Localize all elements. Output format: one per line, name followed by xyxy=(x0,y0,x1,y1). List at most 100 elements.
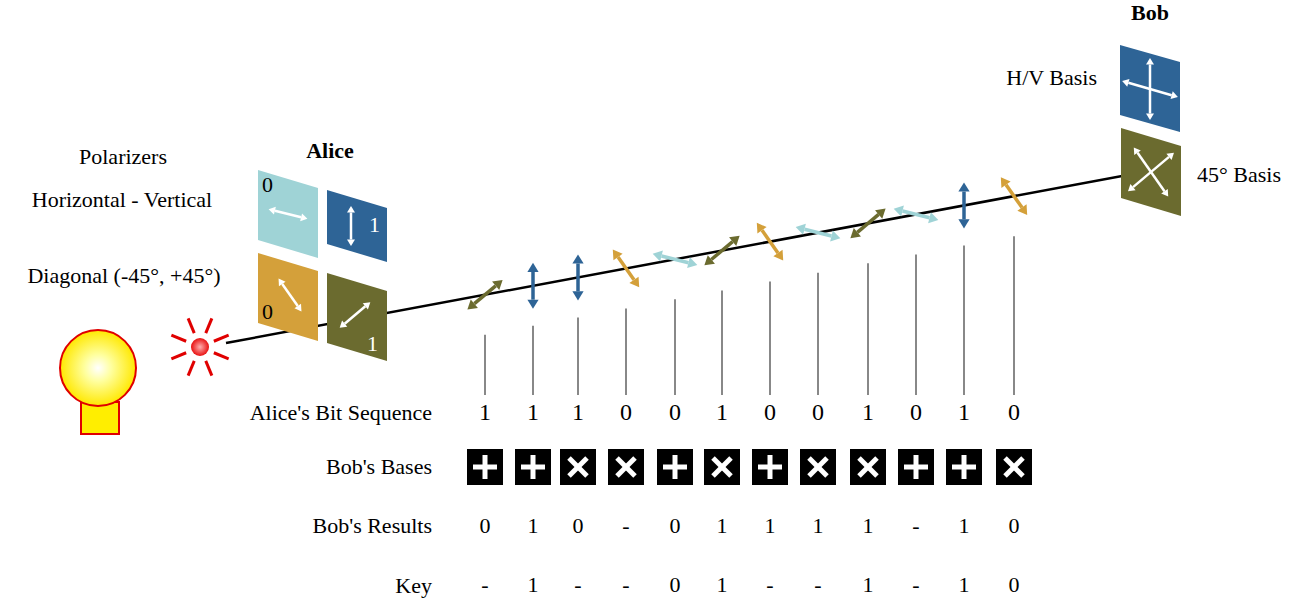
basis-stroke xyxy=(569,458,587,476)
bob-result: 1 xyxy=(813,515,824,537)
arrow-head xyxy=(653,251,663,262)
arrow-shaft xyxy=(350,213,353,240)
row-label: Bob's Bases xyxy=(326,456,432,478)
arrow-head xyxy=(687,257,697,268)
ray xyxy=(214,335,229,341)
basis-stroke xyxy=(531,455,536,479)
arrow-shaft xyxy=(903,211,930,218)
arrow-head xyxy=(1122,79,1129,87)
arrow-shaft xyxy=(805,229,832,236)
key-bit: - xyxy=(912,574,919,596)
stem-line xyxy=(625,308,627,395)
stem-line xyxy=(817,273,819,395)
bob-result: 0 xyxy=(573,515,584,537)
arrow-head xyxy=(796,224,806,235)
arrow-shaft xyxy=(531,272,535,300)
basis-square xyxy=(608,449,644,485)
photon-source xyxy=(191,338,209,356)
photon xyxy=(958,182,969,228)
arrow-shaft xyxy=(474,286,495,304)
key-bit: - xyxy=(481,574,488,596)
arrow-head xyxy=(894,206,904,217)
arrow-shaft xyxy=(1006,185,1022,208)
arrow-head xyxy=(527,263,538,272)
basis-label: H/V Basis xyxy=(1006,67,1097,89)
key-bit: 0 xyxy=(1009,574,1020,596)
alice-bit: 1 xyxy=(572,400,584,424)
polarizer-label: Diagonal (-45°, +45°) xyxy=(27,265,220,287)
basis-stroke xyxy=(617,458,635,476)
alice-bit: 0 xyxy=(910,400,922,424)
ray xyxy=(188,318,194,333)
basis-square xyxy=(704,449,740,485)
arrow-head xyxy=(958,219,969,228)
alice-bit: 0 xyxy=(669,400,681,424)
arrow-head xyxy=(958,182,969,191)
photon xyxy=(653,251,698,269)
basis-square xyxy=(946,449,982,485)
vertical-polarizer: 1 xyxy=(327,190,387,264)
stem-line xyxy=(532,326,534,395)
arrow-shaft xyxy=(282,284,297,306)
arrow-shaft xyxy=(662,256,689,263)
bob-title: Bob xyxy=(1131,2,1169,24)
arrow-head xyxy=(1146,58,1154,65)
photon xyxy=(613,250,639,288)
basis-stroke xyxy=(768,455,773,479)
key-bit: 1 xyxy=(717,574,728,596)
alice-title: Alice xyxy=(306,140,354,162)
stem-line xyxy=(674,299,676,395)
basis-stroke xyxy=(1005,458,1023,476)
stem-line xyxy=(1013,236,1015,395)
horizontal-polarizer: 0 xyxy=(258,168,318,260)
photon xyxy=(1001,177,1027,215)
arrow-shaft xyxy=(711,242,732,260)
bob-hv-polarizer xyxy=(1120,45,1180,132)
arrow-head xyxy=(928,212,938,223)
bob-result: 1 xyxy=(717,515,728,537)
alice-bit: 1 xyxy=(716,400,728,424)
bit-value: 1 xyxy=(369,214,380,236)
alice-bit: 1 xyxy=(862,400,874,424)
basis-square xyxy=(898,449,934,485)
basis-stroke xyxy=(673,455,678,479)
stem-line xyxy=(484,335,486,395)
alice-bit: 1 xyxy=(958,400,970,424)
basis-stroke xyxy=(962,455,967,479)
alice-bit: 0 xyxy=(620,400,632,424)
photon xyxy=(850,209,885,239)
basis-square xyxy=(996,449,1032,485)
arrow-shaft xyxy=(576,263,580,291)
stem-line xyxy=(867,263,869,395)
bob-diag-arrow xyxy=(1134,147,1168,196)
polarizer-face xyxy=(327,273,387,361)
bob-diagonal-polarizer xyxy=(1121,128,1181,216)
bob-hv-arrow xyxy=(1122,79,1178,99)
bob-result: - xyxy=(912,515,919,537)
basis-symbols xyxy=(467,449,1032,485)
basis-square xyxy=(800,449,836,485)
arrow-shaft xyxy=(1128,83,1171,95)
basis-square xyxy=(752,449,788,485)
source-rays xyxy=(171,318,228,375)
key-bit: - xyxy=(766,574,773,596)
basis-square xyxy=(560,449,596,485)
bob-result: - xyxy=(622,515,629,537)
ray xyxy=(206,361,212,376)
bob-result: 1 xyxy=(863,515,874,537)
arrow-head xyxy=(300,213,307,221)
stem-line xyxy=(577,317,579,395)
basis-square xyxy=(657,449,693,485)
key-bit: 1 xyxy=(959,574,970,596)
photon xyxy=(894,206,939,224)
key-bit: - xyxy=(622,574,629,596)
photon xyxy=(467,280,502,310)
bob-result: 1 xyxy=(765,515,776,537)
bob-result: 1 xyxy=(528,515,539,537)
basis-stroke xyxy=(859,458,877,476)
photon-arrows xyxy=(467,58,1177,395)
plus45-polarizer: 1 xyxy=(327,273,387,363)
arrow-shaft xyxy=(857,214,878,232)
arrow-shaft xyxy=(962,192,966,220)
